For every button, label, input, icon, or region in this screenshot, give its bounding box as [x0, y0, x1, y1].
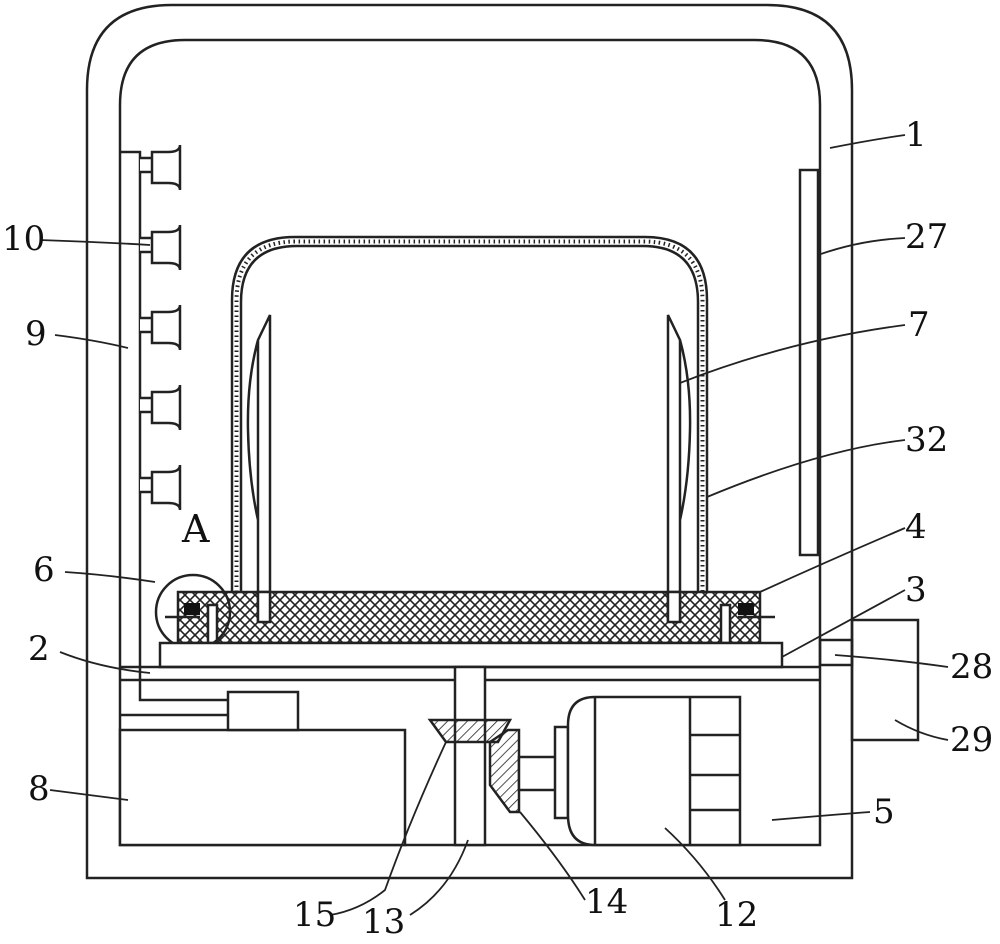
label-14: 14: [585, 882, 629, 922]
leader-lines: [39, 134, 949, 916]
label-2: 2: [28, 629, 50, 669]
label-3: 3: [905, 570, 927, 610]
cover-32: [230, 235, 709, 592]
label-8: 8: [28, 769, 50, 809]
blades-7: [246, 314, 692, 622]
shaft-13: [453, 665, 487, 847]
detail-marker-a: A: [182, 507, 210, 551]
label-4: 4: [905, 507, 927, 547]
motor-12: [517, 695, 742, 847]
label-12: 12: [715, 895, 759, 935]
plate-3: [158, 641, 784, 669]
pump: [226, 690, 300, 732]
box-29: [850, 618, 920, 742]
label-9: 9: [25, 314, 47, 354]
label-10: 10: [2, 219, 46, 259]
gear-14: [488, 728, 521, 814]
label-28: 28: [950, 647, 994, 687]
strip-27: [798, 168, 820, 557]
label-32: 32: [905, 420, 949, 460]
label-13: 13: [362, 902, 406, 942]
label-15: 15: [293, 895, 337, 935]
nozzles: [140, 144, 182, 511]
housing-inner: [118, 38, 822, 847]
label-7: 7: [908, 305, 930, 345]
clamps: [165, 603, 775, 645]
label-29: 29: [950, 720, 994, 760]
label-5: 5: [873, 792, 895, 832]
label-27: 27: [905, 217, 949, 257]
spray-pipe: [120, 144, 228, 717]
label-6: 6: [33, 550, 55, 590]
label-1: 1: [905, 115, 927, 155]
housing-outer: [85, 3, 854, 880]
tank-8: [118, 728, 407, 847]
sensor-28: [818, 638, 854, 667]
